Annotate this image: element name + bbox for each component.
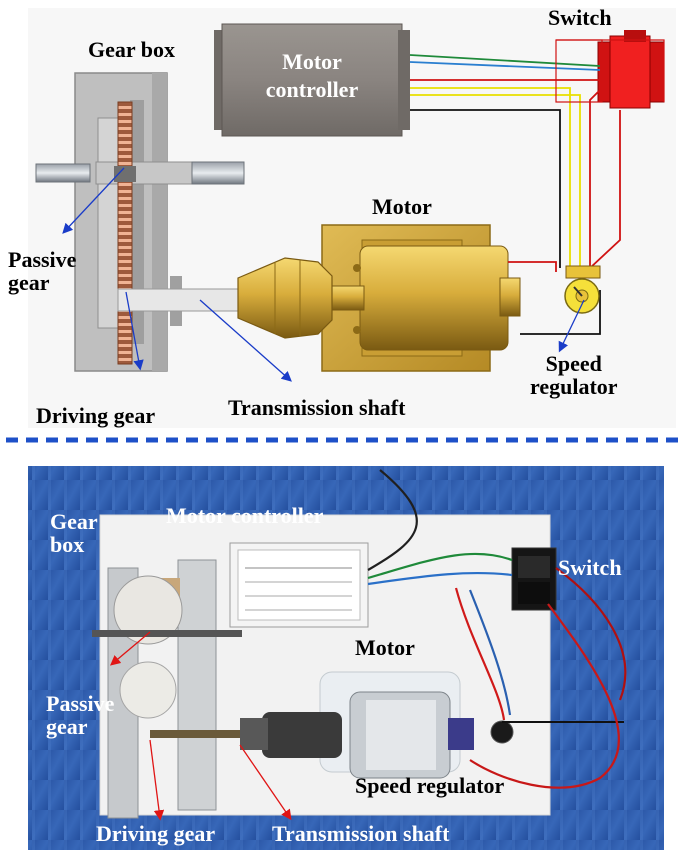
- photo-label-motor-controller: Motor controller: [166, 503, 324, 528]
- motor-drawing: [237, 224, 521, 372]
- label-gear-box: Gear box: [88, 37, 175, 62]
- gear-teeth: [117, 101, 133, 365]
- photo-label-gear-box-line1: Gear: [50, 509, 98, 534]
- label-motor: Motor: [372, 194, 432, 219]
- photo-motor: [240, 671, 474, 779]
- label-transmission-shaft: Transmission shaft: [228, 395, 406, 420]
- photo-label-gear-box-line2: box: [50, 532, 85, 558]
- photo-label-passive-gear-line2: gear: [46, 714, 88, 740]
- photo-wiring: [367, 469, 627, 789]
- label-passive-gear: Passive gear: [8, 248, 76, 294]
- photo-label-transmission-shaft: Transmission shaft: [272, 821, 450, 846]
- photo-label-motor: Motor: [355, 635, 415, 660]
- switch-drawing: [597, 30, 665, 109]
- photo-arrows: [110, 631, 292, 821]
- label-motor-controller: Motor controller: [222, 48, 402, 103]
- photo-label-gear-box: Gear box: [50, 510, 98, 556]
- label-motor-controller-line1: Motor: [282, 49, 342, 74]
- photo-switch: [511, 547, 557, 611]
- photo-gearbox: [92, 559, 262, 819]
- photo-label-driving-gear: Driving gear: [96, 821, 216, 846]
- label-speed-regulator: Speed regulator: [530, 352, 618, 398]
- label-motor-controller-line2: controller: [265, 76, 359, 102]
- label-driving-gear: Driving gear: [36, 403, 156, 428]
- passive-gear-hub: [114, 166, 136, 182]
- photo-speed-regulator: [490, 720, 514, 744]
- label-passive-gear-line1: Passive: [8, 247, 77, 272]
- transmission-shaft-drawing: [117, 288, 241, 312]
- photo-label-speed-regulator: Speed regulator: [355, 773, 505, 798]
- schematic-panel: [28, 8, 676, 428]
- motor-controller-drawing: [214, 23, 410, 137]
- wiring: [409, 39, 665, 335]
- photo-label-passive-gear-line1: Passive: [46, 691, 115, 716]
- photo-motor-controller: [229, 542, 369, 628]
- label-speed-regulator-line2: regulator: [530, 374, 618, 400]
- label-passive-gear-line2: gear: [8, 270, 50, 296]
- photo-label-passive-gear: Passive gear: [46, 692, 114, 738]
- speed-regulator-drawing: [564, 265, 601, 314]
- label-speed-regulator-line1: Speed: [545, 351, 602, 376]
- schematic-arrows: [62, 167, 585, 382]
- photo-panel: [28, 466, 664, 850]
- label-switch: Switch: [548, 5, 612, 30]
- photo-label-switch: Switch: [558, 555, 622, 580]
